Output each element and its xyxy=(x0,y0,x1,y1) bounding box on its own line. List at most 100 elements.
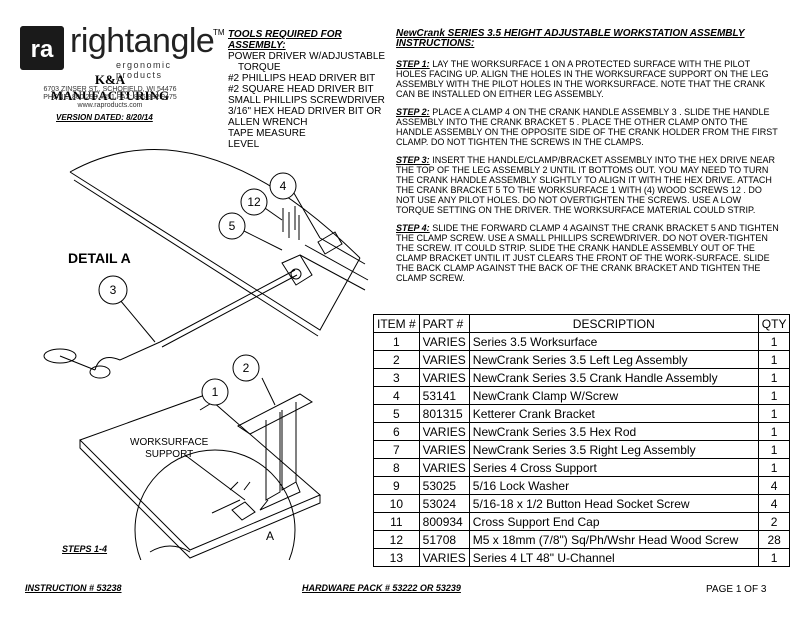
tool-item: #2 SQUARE HEAD DRIVER BIT xyxy=(228,84,374,95)
description-cell: NewCrank Series 3.5 Left Leg Assembly xyxy=(468,350,759,369)
part-cell: VARIES xyxy=(418,422,470,441)
company-address: 6703 ZINSER ST., SCHOFIELD, WI 54476 xyxy=(43,86,177,93)
callout-3 xyxy=(98,275,128,305)
qty-cell: 1 xyxy=(757,368,791,387)
step-text: INSERT THE HANDLE/CLAMP/BRACKET ASSEMBLY… xyxy=(396,155,775,215)
qty-cell: 2 xyxy=(757,512,791,531)
steps-label: STEPS 1-4 xyxy=(62,544,108,554)
logo-mark: ra xyxy=(20,26,64,70)
instructions-section: NewCrank SERIES 3.5 HEIGHT ADJUSTABLE WO… xyxy=(396,29,780,284)
item-cell: 12 xyxy=(373,530,420,549)
item-cell: 9 xyxy=(373,476,420,495)
item-cell: 2 xyxy=(373,350,420,369)
assembly-diagram: 3 5 12 4 1 2 A xyxy=(43,148,369,560)
svg-text:ra: ra xyxy=(31,36,54,63)
qty-cell: 4 xyxy=(757,476,791,495)
description-cell: M5 x 18mm (7/8") Sq/Ph/Wshr Head Wood Sc… xyxy=(468,530,759,549)
step-text: SLIDE THE FORWARD CLAMP 4 AGAINST THE CR… xyxy=(396,223,779,283)
step-label: STEP 3: xyxy=(396,155,430,165)
tools-title: TOOLS REQUIRED FOR ASSEMBLY: xyxy=(228,29,342,51)
qty-cell: 28 xyxy=(757,530,791,549)
crank-rod xyxy=(159,269,298,348)
item-cell: 8 xyxy=(373,458,420,477)
step-text: LAY THE WORKSURFACE 1 ON A PROTECTED SUR… xyxy=(396,59,769,99)
callout-2 xyxy=(232,354,260,382)
step-label: STEP 1: xyxy=(396,59,430,69)
ws-label-line1: WORKSURFACE xyxy=(130,437,209,448)
detail-a-label: DETAIL A xyxy=(68,250,131,266)
callout-12-label: 12 xyxy=(247,195,261,209)
part-cell: VARIES xyxy=(418,548,470,567)
hardware-pack: HARDWARE PACK # 53222 OR 53239 xyxy=(302,583,461,593)
brand-logo: ra rightangle TM ergonomic products xyxy=(20,22,225,80)
company-phone: PHONE: 800.298.4351 FAX: 866.882.9475 xyxy=(43,94,177,101)
description-cell: Series 4 Cross Support xyxy=(468,458,759,477)
page-number: PAGE 1 OF 3 xyxy=(706,584,767,595)
step-4: STEP 4: SLIDE THE FORWARD CLAMP 4 AGAINS… xyxy=(396,223,780,283)
worksurface-support-label: WORKSURFACE SUPPORT xyxy=(130,437,208,461)
header-part: PART # xyxy=(418,314,470,333)
tool-item: LEVEL xyxy=(228,139,260,150)
tool-item: TAPE MEASURE xyxy=(228,128,306,139)
brand-tm: TM xyxy=(213,28,225,37)
qty-cell: 1 xyxy=(757,332,791,351)
step-text: PLACE A CLAMP 4 ON THE CRANK HANDLE ASSE… xyxy=(396,107,778,147)
qty-cell: 4 xyxy=(757,494,791,513)
item-cell: 1 xyxy=(373,332,420,351)
part-cell: 53141 xyxy=(418,386,470,405)
table-header-row: ITEM # PART # DESCRIPTION QTY xyxy=(373,314,791,333)
callout-5-label: 5 xyxy=(229,219,236,233)
company-web: www.raproducts.com xyxy=(77,102,143,109)
item-cell: 4 xyxy=(373,386,420,405)
instruction-number: INSTRUCTION # 53238 xyxy=(25,583,122,593)
description-cell: Series 4 LT 48" U-Channel xyxy=(468,548,759,567)
item-cell: 5 xyxy=(373,404,420,423)
detail-surface-edge xyxy=(69,171,361,331)
company-name: K&A MANUFACTURING xyxy=(50,72,170,103)
qty-cell: 1 xyxy=(757,386,791,405)
part-cell: VARIES xyxy=(418,440,470,459)
part-cell: VARIES xyxy=(418,332,470,351)
callout-1-label: 1 xyxy=(212,385,219,399)
qty-cell: 1 xyxy=(757,404,791,423)
leg-column xyxy=(265,402,297,501)
qty-cell: 1 xyxy=(757,350,791,369)
tools-section: TOOLS REQUIRED FOR ASSEMBLY: POWER DRIVE… xyxy=(228,29,388,150)
item-cell: 6 xyxy=(373,422,420,441)
qty-cell: 1 xyxy=(757,548,791,567)
callout-5 xyxy=(218,212,246,240)
part-cell: 53024 xyxy=(418,494,470,513)
tool-item: POWER DRIVER W/ADJUSTABLE xyxy=(228,51,386,62)
item-cell: 13 xyxy=(373,548,420,567)
description-cell: 5/16 Lock Washer xyxy=(468,476,759,495)
worksurface xyxy=(79,394,321,551)
step-3: STEP 3: INSERT THE HANDLE/CLAMP/BRACKET … xyxy=(396,155,780,215)
callout-1 xyxy=(201,378,229,406)
callout-12 xyxy=(240,188,268,216)
qty-cell: 1 xyxy=(757,458,791,477)
description-cell: Ketterer Crank Bracket xyxy=(468,404,759,423)
part-cell: VARIES xyxy=(418,368,470,387)
tool-item: TORQUE xyxy=(238,62,281,73)
item-cell: 7 xyxy=(373,440,420,459)
version-dated: VERSION DATED: 8/20/14 xyxy=(56,113,153,122)
ws-label-line2: SUPPORT xyxy=(145,449,194,460)
callout-4 xyxy=(269,172,297,200)
header-item: ITEM # xyxy=(373,314,420,333)
brand-tagline: ergonomic products xyxy=(116,60,172,80)
description-cell: NewCrank Clamp W/Screw xyxy=(468,386,759,405)
step-2: STEP 2: PLACE A CLAMP 4 ON THE CRANK HAN… xyxy=(396,107,780,147)
callout-3-label: 3 xyxy=(110,283,117,297)
company-contact: 6703 ZINSER ST., SCHOFIELD, WI 54476 PHO… xyxy=(40,86,180,110)
description-cell: Series 3.5 Worksurface xyxy=(468,332,759,351)
detail-a-marker: A xyxy=(266,529,274,543)
description-cell: Cross Support End Cap xyxy=(468,512,759,531)
callout-4-label: 4 xyxy=(280,179,287,193)
